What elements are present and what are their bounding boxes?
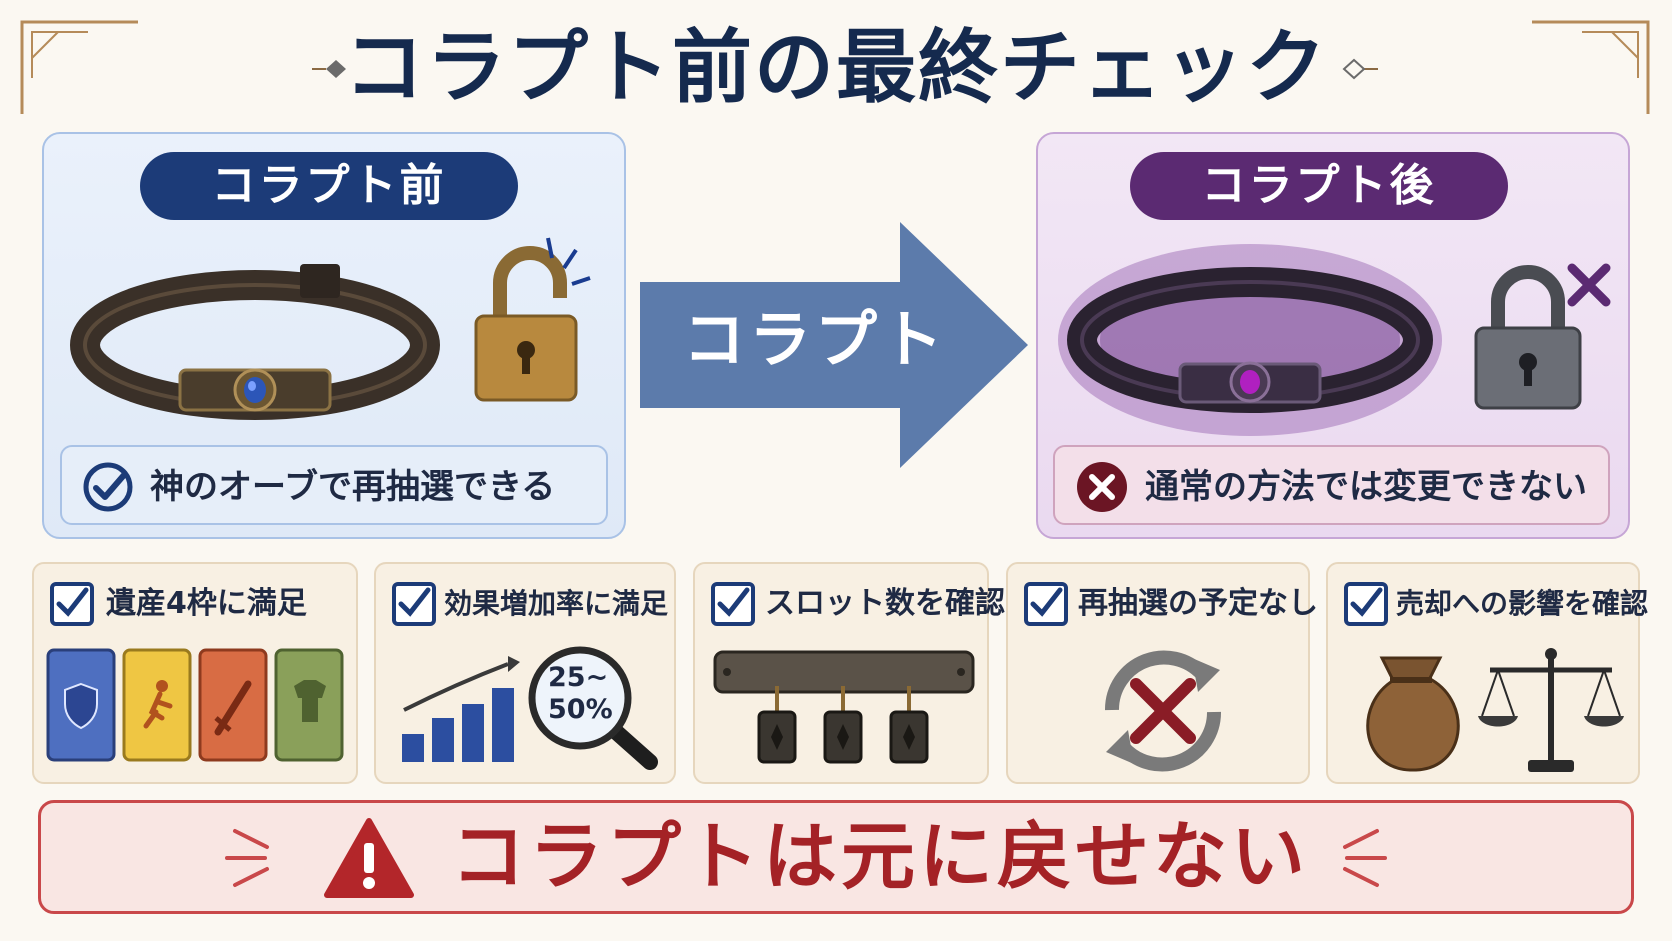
checkbox-checked-icon — [1024, 582, 1068, 626]
checklist-label: 効果増加率に満足 — [444, 587, 669, 620]
checklist-card-4: 再抽選の予定なし — [1006, 562, 1318, 784]
unlocked-padlock-icon — [474, 237, 591, 402]
checklist-label: 再抽選の予定なし — [1078, 586, 1318, 621]
no-reroll-icon — [1104, 650, 1222, 772]
belt-before-icon — [70, 264, 440, 420]
after-note-text: 通常の方法では変更できない — [1145, 467, 1587, 507]
checkbox-checked-icon — [50, 582, 94, 626]
title-diamond-right-icon — [1342, 58, 1378, 80]
checklist-card-3: スロット数を確認 — [693, 562, 1005, 784]
after-header: コラプト後 — [1130, 152, 1508, 220]
growth-chart-icon — [402, 656, 520, 762]
heritage-cards-icon — [46, 648, 344, 762]
corner-ornament-right-icon — [1532, 20, 1650, 114]
slot-rack-icon — [713, 650, 975, 764]
checklist-card-2: 効果増加率に満足 25~ 50% — [374, 562, 676, 784]
alert-lines-right-icon — [1343, 829, 1387, 887]
magnifier-icon — [528, 646, 658, 770]
magnifier-text-2: 50% — [548, 694, 613, 725]
before-note: 神のオーブで再抽選できる — [60, 445, 608, 525]
alert-lines-left-icon — [225, 829, 269, 887]
belt-after-icon — [1058, 244, 1442, 436]
before-header: コラプト前 — [140, 152, 518, 220]
corner-ornament-left-icon — [20, 20, 138, 114]
balance-scale-icon — [1478, 648, 1624, 772]
check-circle-icon — [83, 462, 133, 512]
locked-padlock-icon — [1474, 263, 1611, 410]
page-title: コラプト前の最終チェック — [344, 21, 1328, 114]
checkbox-checked-icon — [392, 582, 436, 626]
checklist-label: スロット数を確認 — [765, 586, 1005, 621]
checklist-label: 遺産4枠に満足 — [106, 586, 307, 621]
x-circle-icon — [1077, 462, 1127, 512]
magnifier-text-1: 25~ — [548, 662, 609, 693]
warning-text: コラプトは元に戻せない — [451, 814, 1309, 900]
after-note: 通常の方法では変更できない — [1053, 445, 1610, 525]
checkbox-checked-icon — [1344, 582, 1388, 626]
checklist-card-1: 遺産4枠に満足 — [32, 562, 358, 784]
warning-banner: コラプトは元に戻せない — [38, 800, 1634, 914]
moneybag-icon — [1366, 656, 1460, 772]
corrupt-arrow-icon — [640, 222, 1028, 468]
checkbox-checked-icon — [711, 582, 755, 626]
checklist-label: 売却への影響を確認 — [1396, 587, 1649, 620]
before-note-text: 神のオーブで再抽選できる — [150, 467, 556, 507]
title-diamond-left-icon — [312, 60, 346, 78]
arrow-label: コラプト — [682, 303, 947, 376]
warning-triangle-icon — [324, 818, 414, 898]
checklist-card-5: 売却への影響を確認 — [1326, 562, 1648, 784]
